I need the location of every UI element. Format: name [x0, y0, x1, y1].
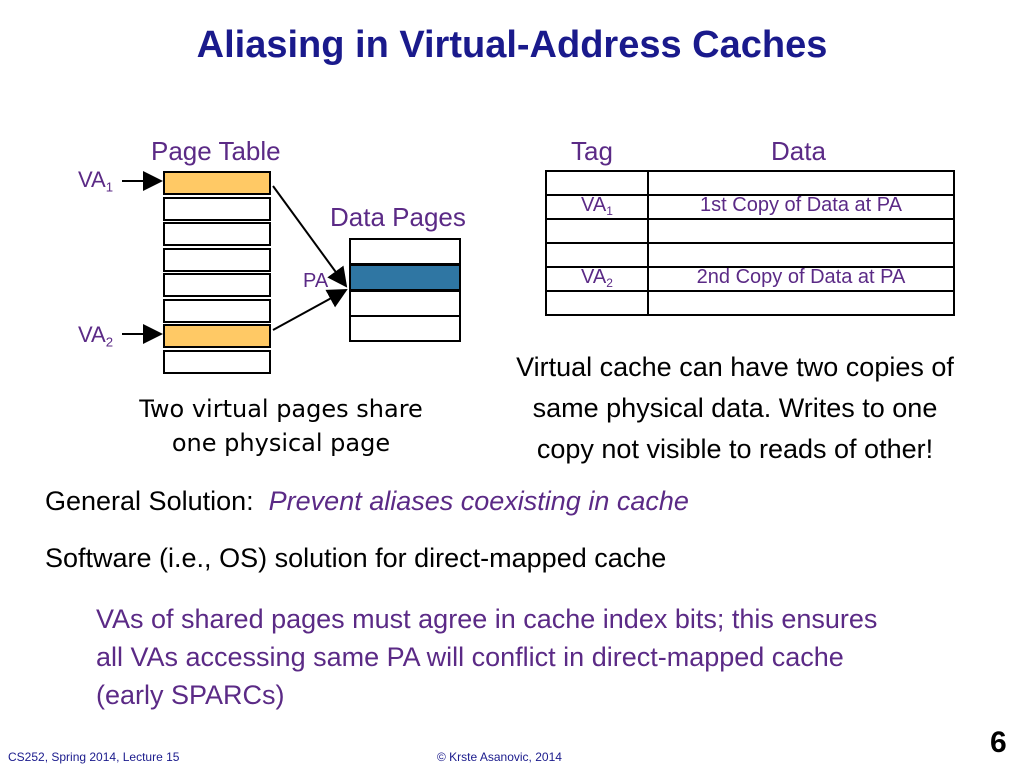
page-table-entry [163, 197, 271, 221]
software-solution-line: Software (i.e., OS) solution for direct-… [45, 543, 667, 573]
page-table-entry [163, 248, 271, 272]
page-sharing-caption: Two virtual pages share one physical pag… [139, 395, 423, 457]
footer-course: CS252, Spring 2014, Lecture 15 [8, 750, 180, 764]
footer-copyright: © Krste Asanovic, 2014 [437, 750, 562, 764]
tag-header: Tag [571, 136, 613, 166]
page-table-entry-va1 [163, 171, 271, 195]
cache-data-cell [647, 170, 955, 196]
cache-row [545, 242, 955, 268]
va1-label: VA1 [78, 167, 114, 195]
va2-label: VA2 [78, 322, 114, 350]
cache-tag-cell [545, 218, 649, 244]
page-table-entry-va2 [163, 324, 271, 348]
data-header: Data [771, 136, 826, 166]
va1-to-pa-arrow [272, 185, 348, 288]
cache-row: VA2 2nd Copy of Data at PA [545, 266, 955, 292]
data-page [349, 238, 461, 265]
cache-row [545, 170, 955, 196]
solution-detail: VAs of shared pages must agree in cache … [96, 604, 878, 710]
cache-tag-cell [545, 242, 649, 268]
page-table-entry [163, 273, 271, 297]
va2-to-pa-arrow [272, 289, 348, 331]
page-table-entry [163, 222, 271, 246]
slide-number: 6 [990, 726, 1007, 759]
cache-copies-caption: Virtual cache can have two copies of sam… [516, 352, 954, 464]
virtual-cache-table: VA1 1st Copy of Data at PA VA2 2nd Copy … [545, 170, 955, 316]
cache-row: VA1 1st Copy of Data at PA [545, 194, 955, 220]
slide-title: Aliasing in Virtual-Address Caches [196, 24, 828, 66]
cache-data-cell: 1st Copy of Data at PA [647, 194, 955, 220]
cache-tag-cell: VA2 [545, 266, 649, 292]
cache-tag-cell [545, 170, 649, 196]
cache-row [545, 290, 955, 316]
data-pages-heading: Data Pages [330, 202, 466, 232]
page-table-entry [163, 299, 271, 323]
cache-data-cell [647, 242, 955, 268]
cache-data-cell [647, 290, 955, 316]
cache-data-cell [647, 218, 955, 244]
general-solution-line: General Solution: Prevent aliases coexis… [45, 486, 689, 516]
page-table-heading: Page Table [151, 136, 281, 166]
cache-row [545, 218, 955, 244]
data-page [349, 315, 461, 342]
cache-tag-cell: VA1 [545, 194, 649, 220]
cache-data-cell: 2nd Copy of Data at PA [647, 266, 955, 292]
cache-tag-cell [545, 290, 649, 316]
pa-label: PA [303, 270, 329, 292]
page-table-entry [163, 350, 271, 374]
